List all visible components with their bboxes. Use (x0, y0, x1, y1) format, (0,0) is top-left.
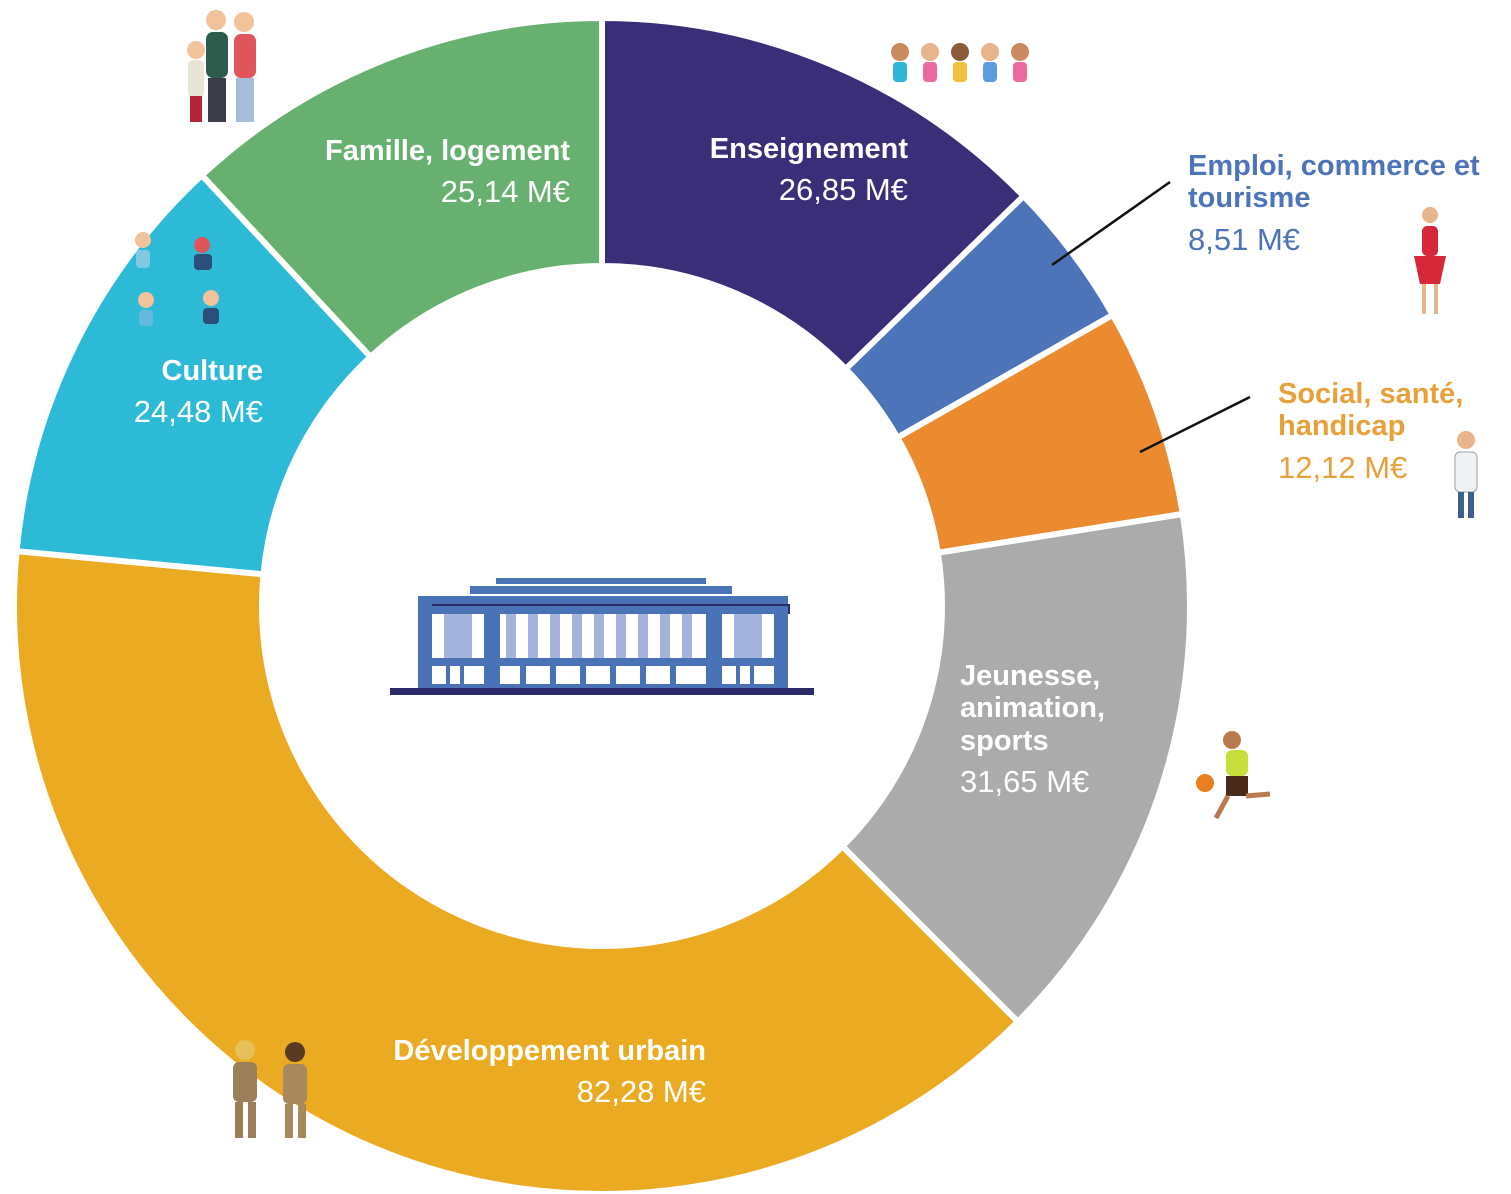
leader-line-emploi (1051, 180, 1171, 267)
label-jeunesse: Jeunesse, animation, sports 31,65 M€ (960, 660, 1150, 800)
label-emploi: Emploi, commerce et tourisme 8,51 M€ (1188, 150, 1488, 258)
children-group-icon (891, 43, 1029, 82)
label-name: Jeunesse, animation, sports (960, 660, 1106, 757)
slice-6 (197, 14, 605, 362)
shopper-icon (1414, 207, 1446, 314)
slice-0 (599, 14, 1028, 374)
label-name: Enseignement (709, 133, 908, 165)
workers-icon (233, 1040, 307, 1138)
family-icon (187, 10, 256, 122)
label-social: Social, santé, handicap 12,12 M€ (1278, 378, 1508, 486)
label-name: Famille, logement (325, 135, 570, 167)
slices-group (11, 14, 1193, 1194)
label-name: Développement urbain (393, 1035, 706, 1067)
culture-artists-icon (135, 232, 219, 326)
label-culture: Culture 24,48 M€ (134, 355, 263, 430)
label-name: Culture (161, 355, 264, 387)
label-value: 26,85 M€ (778, 172, 908, 208)
label-developpement: Développement urbain 82,28 M€ (393, 1035, 706, 1110)
label-name: Emploi, commerce et tourisme (1188, 150, 1480, 215)
slice-5 (13, 170, 375, 578)
label-name: Social, santé, handicap (1278, 378, 1464, 443)
city-hall-icon (390, 578, 814, 695)
doctor-icon (1454, 431, 1478, 518)
label-value: 82,28 M€ (576, 1074, 706, 1110)
label-value: 12,12 M€ (1278, 449, 1408, 485)
slice-3 (838, 510, 1193, 1026)
label-famille: Famille, logement 25,14 M€ (325, 135, 570, 210)
slice-4 (11, 547, 1023, 1194)
label-value: 8,51 M€ (1188, 221, 1301, 257)
leader-line-social (1139, 395, 1251, 454)
label-value: 25,14 M€ (440, 174, 570, 210)
label-enseignement: Enseignement 26,85 M€ (710, 133, 908, 208)
label-value: 31,65 M€ (960, 764, 1090, 800)
basketball-player-icon (1196, 731, 1271, 820)
label-value: 24,48 M€ (133, 394, 263, 430)
